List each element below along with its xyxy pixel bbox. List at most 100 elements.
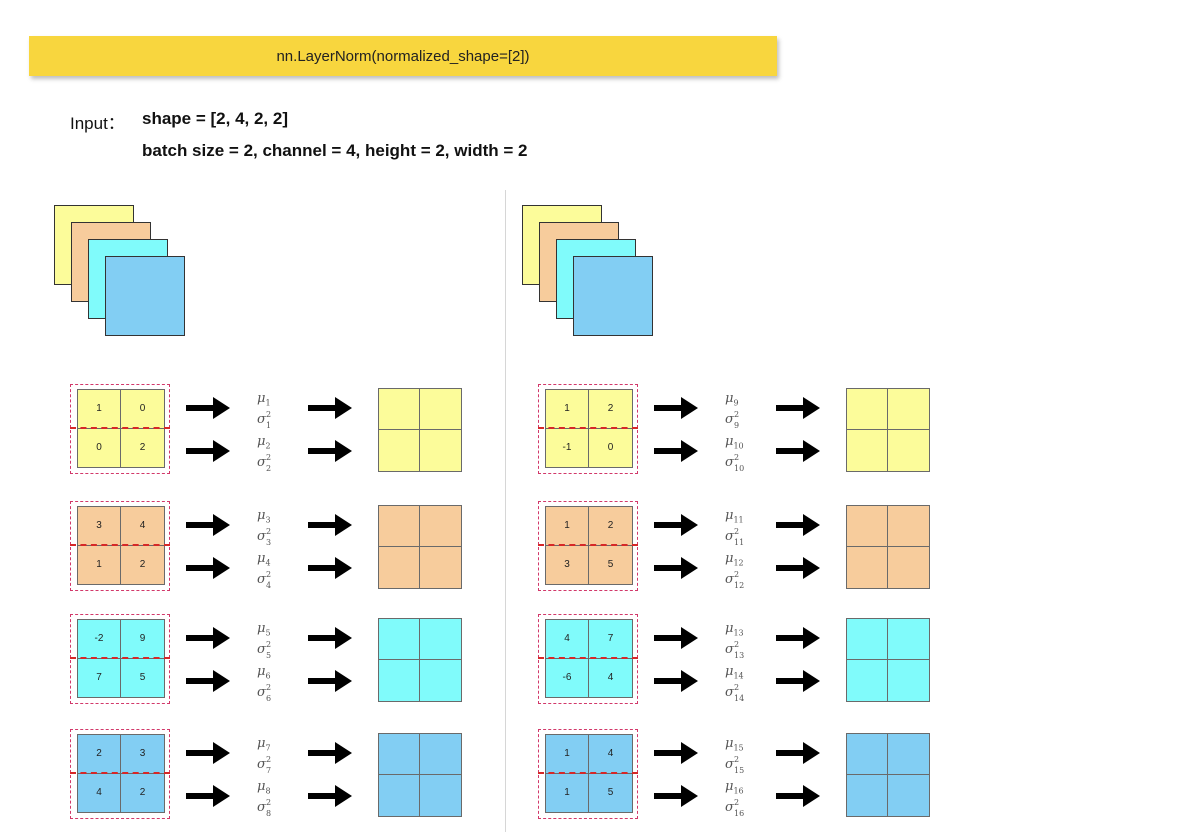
grid-cell: 0 xyxy=(78,428,121,467)
sigma-glyph: σ xyxy=(725,571,734,587)
mu-glyph: μ xyxy=(257,621,266,636)
input-label: Input： xyxy=(70,114,125,133)
grid-cell: 3 xyxy=(121,735,164,774)
output-cell xyxy=(379,660,420,701)
arrow-right-icon xyxy=(308,440,352,462)
feature-map-sheet-blue xyxy=(573,256,653,336)
output-cell xyxy=(888,430,929,471)
output-cell xyxy=(379,775,420,816)
arrow-right-icon xyxy=(308,514,352,536)
mu-index: 2 xyxy=(265,441,271,451)
normalized-output-grid xyxy=(846,505,930,589)
channel-group-box xyxy=(538,729,638,819)
grid-cell: 1 xyxy=(546,390,589,429)
row-split-line xyxy=(538,657,638,659)
output-cell xyxy=(379,734,420,775)
channel-group-box xyxy=(70,614,170,704)
grid-cell: 0 xyxy=(607,442,614,454)
sigma-index: 10 xyxy=(734,463,745,473)
sigma-glyph: σ xyxy=(257,571,266,587)
sigma-power: 2 xyxy=(266,797,272,807)
output-cell xyxy=(888,775,929,816)
output-cell xyxy=(420,775,461,816)
mu-glyph: μ xyxy=(725,664,734,679)
normalized-output-grid xyxy=(846,388,930,472)
mu-symbol: μ2 xyxy=(257,435,297,453)
channel-group-box xyxy=(538,501,638,591)
grid-cell: 2 xyxy=(139,442,146,454)
grid-cell: 1 xyxy=(78,390,121,429)
sigma-index: 9 xyxy=(734,420,740,430)
grid-cell: 9 xyxy=(121,620,164,659)
grid-cell: 7 xyxy=(589,620,632,659)
arrow-right-icon xyxy=(308,742,352,764)
sigma-index: 7 xyxy=(266,765,272,775)
arrow-right-icon xyxy=(654,440,698,462)
sigma-power: 2 xyxy=(266,409,272,419)
output-cell xyxy=(847,547,888,588)
mu-symbol: μ12 xyxy=(725,552,765,570)
mu-glyph: μ xyxy=(725,736,734,751)
output-cell xyxy=(847,389,888,430)
arrow-right-icon xyxy=(308,627,352,649)
grid-cell: 5 xyxy=(139,672,146,684)
channel-group-box xyxy=(538,384,638,474)
sigma-index: 5 xyxy=(266,650,272,660)
sigma-index: 12 xyxy=(734,580,745,590)
sigma-glyph: σ xyxy=(257,641,266,657)
arrow-right-icon xyxy=(776,670,820,692)
mu-glyph: μ xyxy=(257,551,266,566)
output-cell xyxy=(847,734,888,775)
output-cell xyxy=(847,775,888,816)
mu-symbol: μ15 xyxy=(725,736,765,755)
mu-symbol: μ10 xyxy=(725,434,765,453)
sigma-power: 2 xyxy=(734,452,740,462)
output-cell xyxy=(888,660,929,701)
sigma-glyph: σ xyxy=(725,411,734,427)
grid-cell: 3 xyxy=(78,507,121,546)
sigma-glyph: σ xyxy=(725,454,734,470)
mu-index: 3 xyxy=(265,515,271,525)
grid-cell: 2 xyxy=(589,390,632,429)
output-cell xyxy=(847,506,888,547)
mu-index: 4 xyxy=(265,558,271,568)
sigma-index: 11 xyxy=(734,537,745,547)
arrow-right-icon xyxy=(776,514,820,536)
grid-cell: -2 xyxy=(78,620,121,659)
mu-index: 1 xyxy=(265,398,271,408)
mu-glyph: μ xyxy=(725,779,734,794)
mu-index: 10 xyxy=(733,441,744,451)
normalized-output-grid xyxy=(378,733,462,817)
mu-index: 8 xyxy=(265,786,271,796)
mu-symbol: μ13 xyxy=(725,622,765,640)
row-split-line xyxy=(70,772,170,774)
grid-cell: 4 xyxy=(121,507,164,546)
sigma-glyph: σ xyxy=(257,528,266,544)
output-cell xyxy=(420,430,461,471)
arrow-right-icon xyxy=(186,785,230,807)
mu-glyph: μ xyxy=(725,434,734,449)
sigma-power: 2 xyxy=(734,797,740,807)
sigma-glyph: σ xyxy=(257,756,266,772)
output-cell xyxy=(888,547,929,588)
arrow-right-icon xyxy=(186,397,230,419)
sigma-index: 6 xyxy=(266,693,272,703)
output-cell xyxy=(379,389,420,430)
feature-map-sheet-blue xyxy=(105,256,185,336)
arrow-right-icon xyxy=(186,627,230,649)
output-cell xyxy=(847,660,888,701)
sigma-power: 2 xyxy=(734,754,740,764)
